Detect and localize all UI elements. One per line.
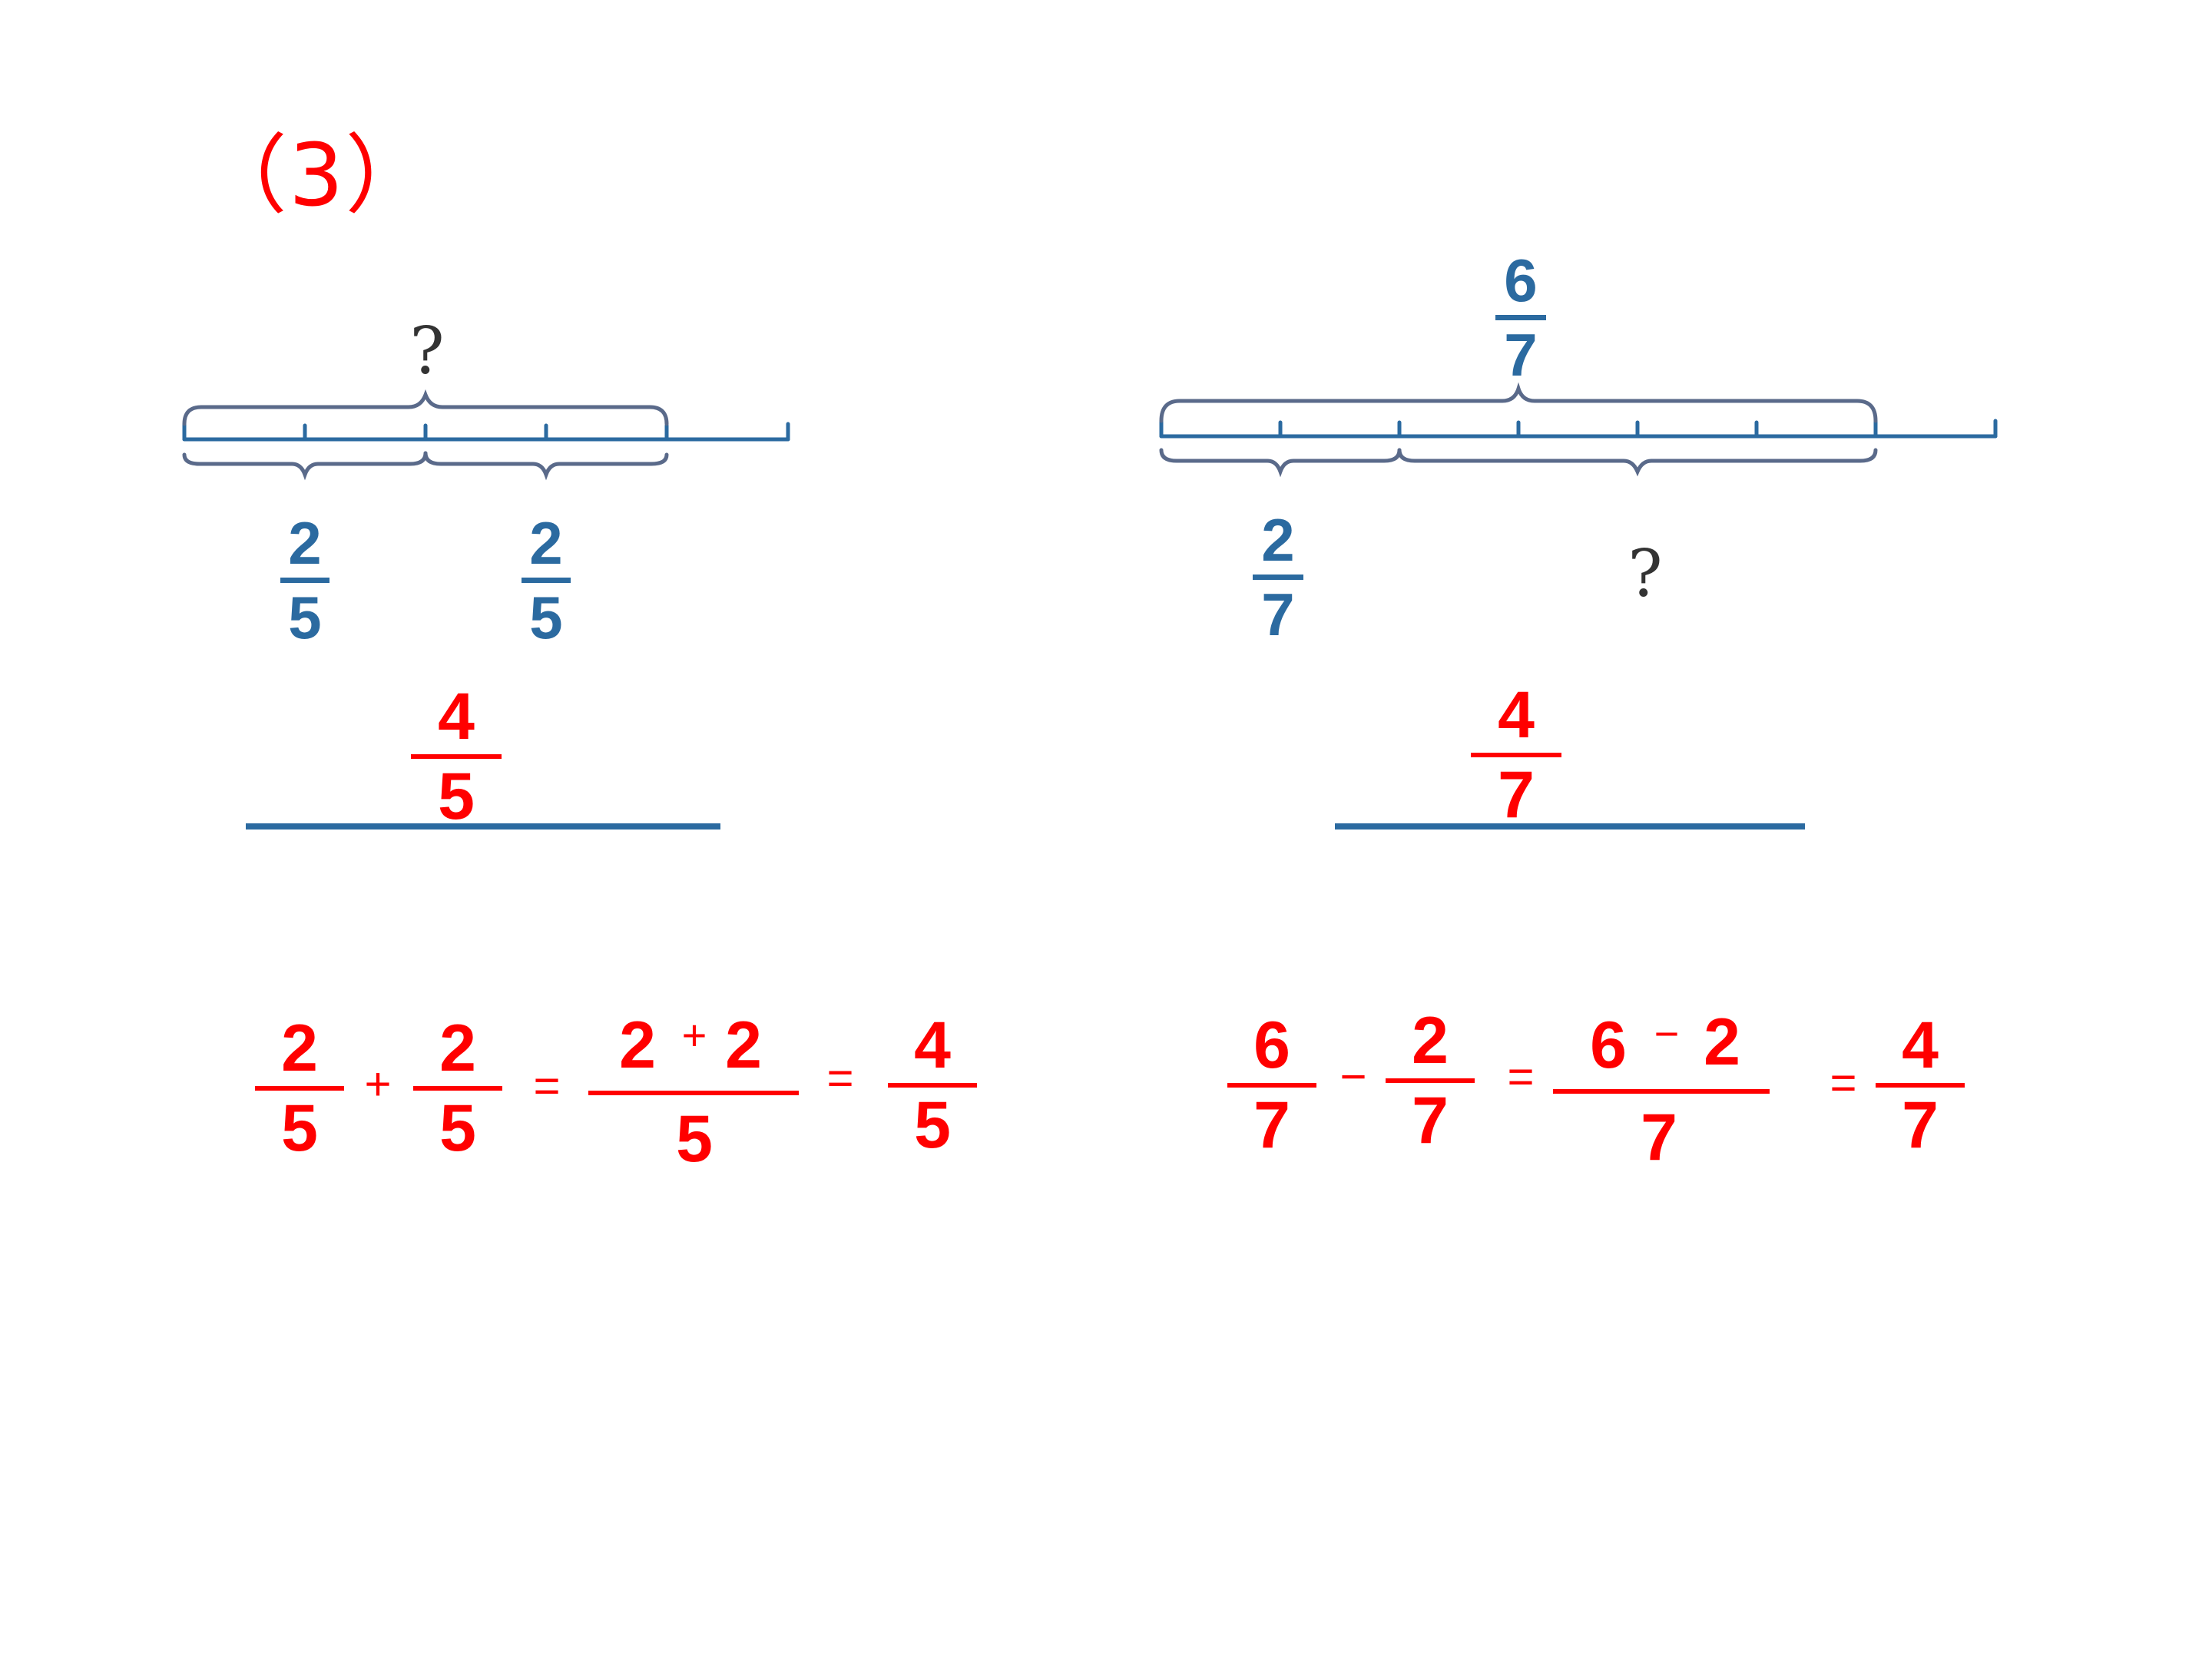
right-combined-num-a: 6 bbox=[1590, 1008, 1627, 1082]
right-answer-fraction: 4 7 bbox=[1471, 682, 1561, 828]
fraction-bar bbox=[522, 578, 571, 583]
left-answer-line bbox=[246, 823, 720, 830]
left-combined-den: 5 bbox=[676, 1102, 713, 1176]
left-answer-fraction: 4 5 bbox=[411, 684, 502, 830]
right-bottom-question-mark: ? bbox=[1628, 536, 1663, 611]
left-combined-plus: + bbox=[681, 1011, 707, 1059]
left-combined-fraction-bar bbox=[588, 1091, 799, 1095]
right-eq-result: 4 7 bbox=[1876, 1012, 1965, 1158]
fraction-numerator: 2 bbox=[1412, 1004, 1449, 1078]
left-eq-result: 4 5 bbox=[888, 1012, 977, 1158]
fraction-bar bbox=[1876, 1083, 1965, 1088]
fraction-denominator: 5 bbox=[439, 1091, 476, 1165]
fraction-denominator: 7 bbox=[1504, 321, 1538, 389]
right-top-brace bbox=[1159, 382, 1878, 423]
fraction-numerator: 2 bbox=[1261, 506, 1295, 574]
right-top-fraction: 6 7 bbox=[1495, 250, 1546, 385]
fraction-denominator: 5 bbox=[914, 1088, 951, 1162]
fraction-denominator: 5 bbox=[281, 1091, 318, 1165]
left-top-brace bbox=[182, 389, 669, 426]
left-equals-1: = bbox=[533, 1060, 561, 1111]
fraction-bar bbox=[255, 1086, 344, 1091]
left-combined-num-a: 2 bbox=[619, 1008, 656, 1082]
problem-label: （3） bbox=[201, 126, 433, 226]
left-combined-num-b: 2 bbox=[725, 1008, 762, 1082]
left-eq-term-1: 2 5 bbox=[255, 1015, 344, 1161]
fraction-numerator: 6 bbox=[1504, 247, 1538, 314]
right-equals-2: = bbox=[1830, 1057, 1857, 1108]
left-bottom-brace-1 bbox=[182, 451, 428, 481]
fraction-denominator: 7 bbox=[1902, 1088, 1939, 1162]
left-segment-diagram bbox=[182, 389, 790, 481]
right-bottom-brace-2 bbox=[1397, 448, 1878, 477]
fraction-bar bbox=[888, 1083, 977, 1088]
right-eq-term-2: 2 7 bbox=[1386, 1008, 1475, 1154]
right-bottom-fraction: 2 7 bbox=[1253, 510, 1303, 644]
fraction-denominator: 7 bbox=[1498, 758, 1535, 832]
left-eq-term-2: 2 5 bbox=[413, 1015, 502, 1161]
fraction-denominator: 5 bbox=[529, 584, 563, 651]
fraction-numerator: 4 bbox=[1498, 678, 1535, 752]
fraction-numerator: 2 bbox=[281, 1012, 318, 1085]
right-bottom-brace-1 bbox=[1159, 448, 1402, 478]
right-combined-num-b: 2 bbox=[1704, 1005, 1740, 1079]
left-bottom-fraction-2: 2 5 bbox=[522, 513, 571, 647]
right-combined-fraction-bar bbox=[1553, 1089, 1770, 1094]
right-minus-sign: − bbox=[1339, 1051, 1367, 1102]
fraction-denominator: 5 bbox=[438, 760, 475, 833]
fraction-numerator: 6 bbox=[1253, 1008, 1290, 1082]
right-segment-diagram bbox=[1159, 382, 1998, 478]
fraction-denominator: 5 bbox=[288, 584, 322, 651]
left-top-question-mark: ? bbox=[409, 313, 445, 389]
right-eq-term-1: 6 7 bbox=[1227, 1012, 1316, 1158]
fraction-denominator: 7 bbox=[1412, 1084, 1449, 1157]
right-combined-den: 7 bbox=[1641, 1101, 1677, 1174]
right-answer-line bbox=[1335, 823, 1805, 830]
fraction-bar bbox=[280, 578, 329, 583]
left-bottom-brace-2 bbox=[423, 451, 669, 481]
fraction-numerator: 4 bbox=[438, 680, 475, 753]
fraction-numerator: 2 bbox=[288, 509, 322, 577]
fraction-denominator: 7 bbox=[1253, 1088, 1290, 1162]
fraction-bar bbox=[411, 754, 502, 759]
fraction-bar bbox=[1386, 1078, 1475, 1083]
left-equals-2: = bbox=[826, 1052, 854, 1104]
right-equals-1: = bbox=[1507, 1051, 1535, 1102]
fraction-numerator: 2 bbox=[439, 1012, 476, 1085]
fraction-bar bbox=[1253, 575, 1303, 580]
fraction-numerator: 4 bbox=[914, 1008, 951, 1082]
fraction-bar bbox=[1227, 1083, 1316, 1088]
fraction-bar bbox=[413, 1086, 502, 1091]
right-combined-minus: − bbox=[1654, 1009, 1680, 1058]
fraction-bar bbox=[1471, 753, 1561, 757]
fraction-bar bbox=[1495, 315, 1546, 320]
left-plus-sign: + bbox=[364, 1058, 392, 1110]
fraction-denominator: 7 bbox=[1261, 581, 1295, 648]
left-bottom-fraction-1: 2 5 bbox=[280, 513, 329, 647]
fraction-numerator: 2 bbox=[529, 509, 563, 577]
fraction-numerator: 4 bbox=[1902, 1008, 1939, 1082]
